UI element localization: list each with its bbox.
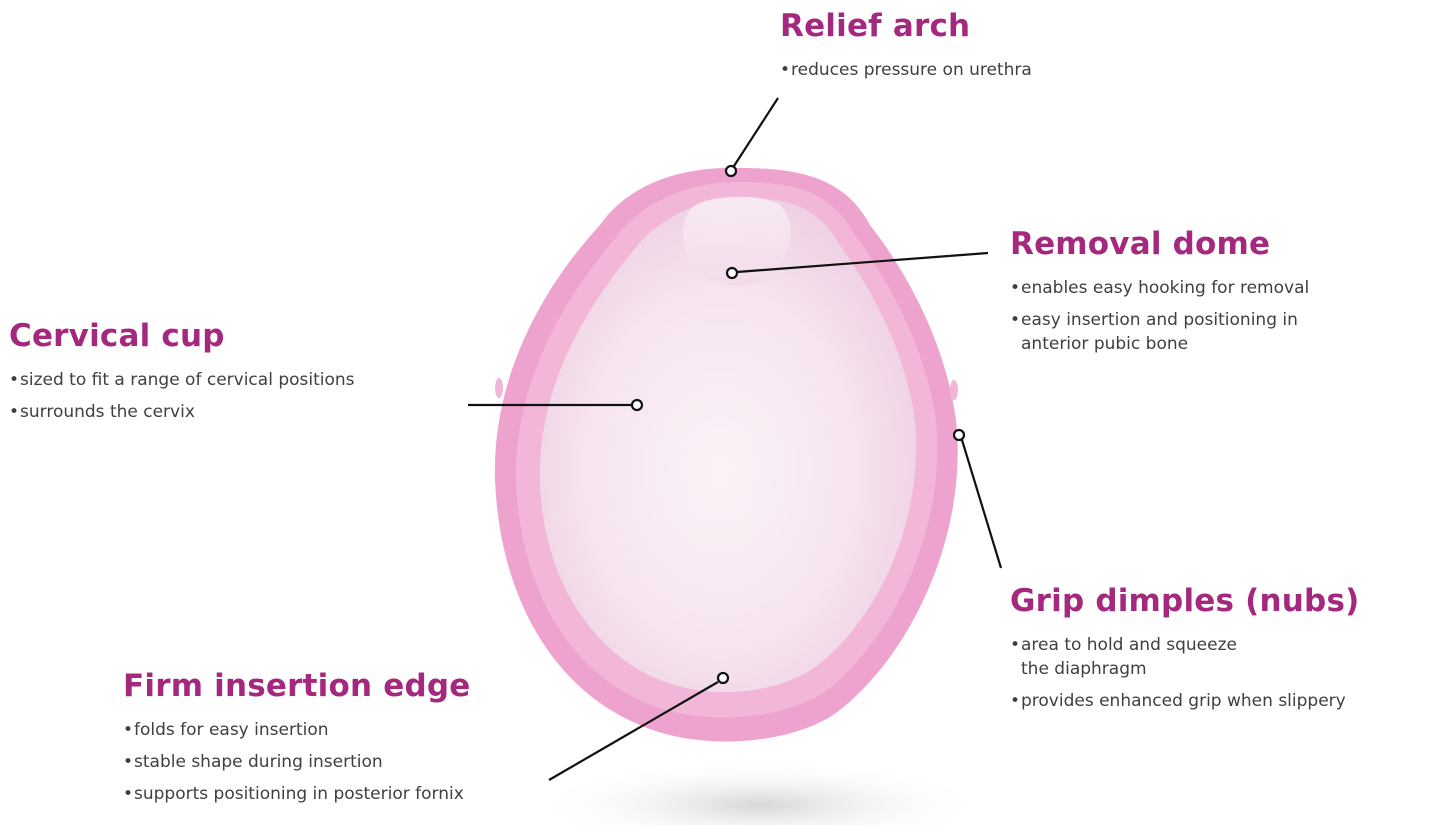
relief-arch-list: • reduces pressure on urethra: [780, 58, 1032, 82]
grip-dimples-list: • area to hold and squeeze the diaphragm…: [1010, 633, 1359, 713]
grip-nub-right: [950, 380, 958, 400]
relief-arch-bullet-1: • reduces pressure on urethra: [780, 58, 1032, 82]
leader-relief-arch: [726, 98, 778, 176]
bullet-dot: •: [123, 782, 133, 806]
bullet-dot: •: [123, 750, 133, 774]
removal-dome-title: Removal dome: [1010, 226, 1309, 262]
bullet-dot: •: [9, 400, 19, 424]
bullet-dot: •: [1010, 689, 1020, 713]
product-shadow: [530, 760, 990, 825]
grip-dimples-bullet-1: • area to hold and squeeze the diaphragm: [1010, 633, 1359, 681]
bullet-dot: •: [1010, 308, 1020, 332]
callout-insertion-edge: Firm insertion edge • folds for easy ins…: [123, 668, 470, 814]
callout-relief-arch: Relief arch • reduces pressure on urethr…: [780, 8, 1032, 90]
removal-dome-bullet-1: • enables easy hooking for removal: [1010, 276, 1309, 300]
grip-dimples-bullet-2: • provides enhanced grip when slippery: [1010, 689, 1359, 713]
bullet-dot: •: [123, 718, 133, 742]
cervical-cup-bullet-1: • sized to fit a range of cervical posit…: [9, 368, 355, 392]
removal-dome-list: • enables easy hooking for removal • eas…: [1010, 276, 1309, 356]
grip-nub-left: [495, 378, 503, 398]
bullet-dot: •: [9, 368, 19, 392]
bullet-dot: •: [780, 58, 790, 82]
cervical-cup-list: • sized to fit a range of cervical posit…: [9, 368, 355, 424]
insertion-edge-bullet-2: • stable shape during insertion: [123, 750, 470, 774]
leader-grip-dimples: [954, 430, 1001, 568]
cervical-cup-title: Cervical cup: [9, 318, 355, 354]
bullet-dot: •: [1010, 633, 1020, 657]
callout-grip-dimples: Grip dimples (nubs) • area to hold and s…: [1010, 583, 1359, 721]
cervical-cup-bullet-2: • surrounds the cervix: [9, 400, 355, 424]
callout-removal-dome: Removal dome • enables easy hooking for …: [1010, 226, 1309, 364]
insertion-edge-bullet-3: • supports positioning in posterior forn…: [123, 782, 470, 806]
insertion-edge-title: Firm insertion edge: [123, 668, 470, 704]
bullet-dot: •: [1010, 276, 1020, 300]
removal-dome-bullet-2: • easy insertion and positioning in ante…: [1010, 308, 1309, 356]
relief-arch-title: Relief arch: [780, 8, 1032, 44]
callout-cervical-cup: Cervical cup • sized to fit a range of c…: [9, 318, 355, 432]
insertion-edge-bullet-1: • folds for easy insertion: [123, 718, 470, 742]
insertion-edge-list: • folds for easy insertion • stable shap…: [123, 718, 470, 806]
grip-dimples-title: Grip dimples (nubs): [1010, 583, 1359, 619]
